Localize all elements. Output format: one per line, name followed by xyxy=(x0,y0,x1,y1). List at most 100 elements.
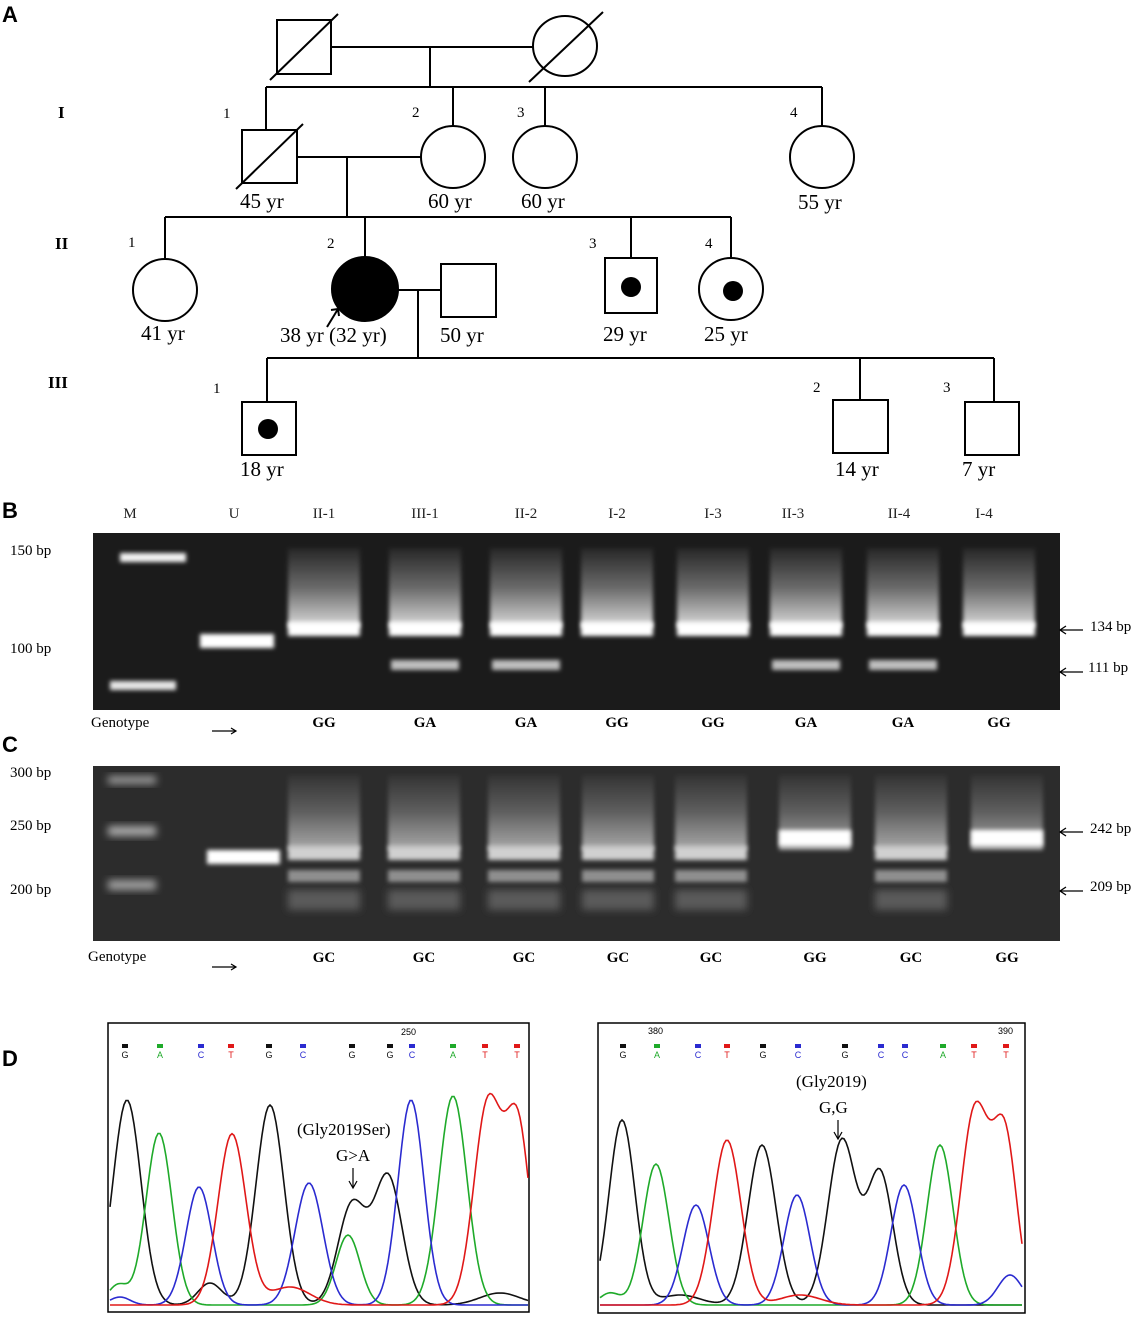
base-call: A xyxy=(940,1050,946,1060)
gel-b-genotype: GA xyxy=(414,715,437,731)
band-111 xyxy=(492,660,560,670)
gel-b-band-label-134: 134 bp xyxy=(1090,619,1131,635)
II-3-age: 29 yr xyxy=(603,322,647,346)
gel-b-lane-II-2 xyxy=(490,548,562,670)
pedigree-lines-gen0 xyxy=(265,46,823,130)
band-111 xyxy=(869,660,937,670)
base-call: T xyxy=(482,1050,488,1060)
base-call: C xyxy=(300,1050,307,1060)
gel-b-marker-100 xyxy=(110,681,176,690)
band-209 xyxy=(675,870,747,882)
II-4-number: 4 xyxy=(705,236,713,252)
gel-b-lane-label: II-1 xyxy=(313,506,336,522)
trace-C xyxy=(600,1184,1023,1306)
III-3-number: 3 xyxy=(943,380,951,396)
gel-b-lane-I-3 xyxy=(677,548,749,636)
panel-b-label: B xyxy=(2,498,18,523)
II-3-number: 3 xyxy=(589,236,597,252)
band-242 xyxy=(288,846,360,860)
I-2-number: 2 xyxy=(412,105,420,121)
gel-b-genotype: GA xyxy=(892,715,915,731)
gel-b-lane-U-band xyxy=(200,634,274,648)
band-209 xyxy=(582,870,654,882)
band-134 xyxy=(963,622,1035,636)
base-call: G xyxy=(386,1050,393,1060)
chromatogram-left-annotation-2: G>A xyxy=(336,1146,371,1165)
pedigree-I-2-female xyxy=(420,125,486,189)
gel-c-genotype: GC xyxy=(413,950,436,966)
pedigree-lines-gen1 xyxy=(164,156,732,258)
gel-b-lane-label: I-3 xyxy=(704,506,722,522)
III-1-number: 1 xyxy=(213,381,221,397)
gel-b-genotype: GA xyxy=(795,715,818,731)
gel-c-lane xyxy=(875,775,947,910)
pedigree-grandmother xyxy=(528,11,604,83)
band-134 xyxy=(389,622,461,636)
band-134 xyxy=(677,622,749,636)
gel-b-marker-150 xyxy=(120,553,186,562)
pedigree-III-1-carrier-male xyxy=(241,401,297,456)
I-1-age: 45 yr xyxy=(240,189,284,213)
gel-c-band-label-242: 242 bp xyxy=(1090,821,1131,837)
gel-b-lane-II-4 xyxy=(867,548,939,670)
gel-c-genotype-label: Genotype xyxy=(88,949,147,965)
gel-b-genotype-arrow xyxy=(212,727,238,735)
band-242 xyxy=(488,846,560,860)
gel-b-lane-II-1 xyxy=(288,548,360,636)
gel-c-genotype: GC xyxy=(313,950,336,966)
gel-c-lane xyxy=(779,775,851,850)
gel-c-lane xyxy=(488,775,560,910)
panel-c-label: C xyxy=(2,732,18,757)
gel-c-lane xyxy=(971,775,1043,850)
pedigree-II-4-carrier-female xyxy=(698,257,764,321)
III-2-number: 2 xyxy=(813,380,821,396)
trace-T xyxy=(110,1092,529,1306)
gel-c-lane xyxy=(582,775,654,910)
gel-c-genotype: GG xyxy=(803,950,827,966)
gel-b-lane-label: U xyxy=(229,506,240,522)
gel-c-marker-label-250: 250 bp xyxy=(10,818,51,834)
band-242 xyxy=(875,846,947,860)
gel-c-genotype: GC xyxy=(607,950,630,966)
base-call: C xyxy=(795,1050,802,1060)
pedigree-II-3-carrier-male xyxy=(604,257,658,314)
gel-c-marker-200 xyxy=(108,880,156,890)
chromatogram-left-arrow xyxy=(348,1168,358,1190)
trace-T xyxy=(600,1100,1023,1306)
gel-b-genotype-label: Genotype xyxy=(91,715,150,731)
gel-b-lane-label: I-2 xyxy=(608,506,626,522)
pedigree-I-4-female xyxy=(789,125,855,189)
gel-b-band-label-111: 111 bp xyxy=(1088,660,1128,676)
panel-d-label: D xyxy=(2,1046,18,1071)
gel-b-lane-label: III-1 xyxy=(411,506,438,522)
base-call: C xyxy=(902,1050,909,1060)
base-call: G xyxy=(841,1050,848,1060)
chromatogram-right-position-end: 390 xyxy=(998,1026,1013,1036)
pedigree-grandfather xyxy=(269,13,339,81)
band-242 xyxy=(582,846,654,860)
gel-c-band-label-209: 209 bp xyxy=(1090,879,1131,895)
base-call: T xyxy=(1003,1050,1009,1060)
band-242 xyxy=(675,846,747,860)
band-209 xyxy=(288,870,360,882)
gel-b-genotype: GG xyxy=(701,715,725,731)
generation-III-label: III xyxy=(48,373,68,392)
pedigree-II-2-spouse-male xyxy=(440,263,497,318)
III-3-age: 7 yr xyxy=(962,457,995,481)
II-2-spouse-age: 50 yr xyxy=(440,323,484,347)
band-242 xyxy=(388,846,460,860)
gel-c-lane xyxy=(388,775,460,910)
band-111 xyxy=(772,660,840,670)
base-call: C xyxy=(695,1050,702,1060)
gel-b-lane-I-4 xyxy=(963,548,1035,636)
gel-c xyxy=(93,766,1060,941)
chromatogram-left-annotation-1: (Gly2019Ser) xyxy=(297,1120,390,1139)
base-call: C xyxy=(409,1050,416,1060)
I-3-number: 3 xyxy=(517,105,525,121)
proband-arrow xyxy=(326,307,340,328)
II-2-age: 38 yr (32 yr) xyxy=(280,323,387,347)
band-134 xyxy=(288,622,360,636)
